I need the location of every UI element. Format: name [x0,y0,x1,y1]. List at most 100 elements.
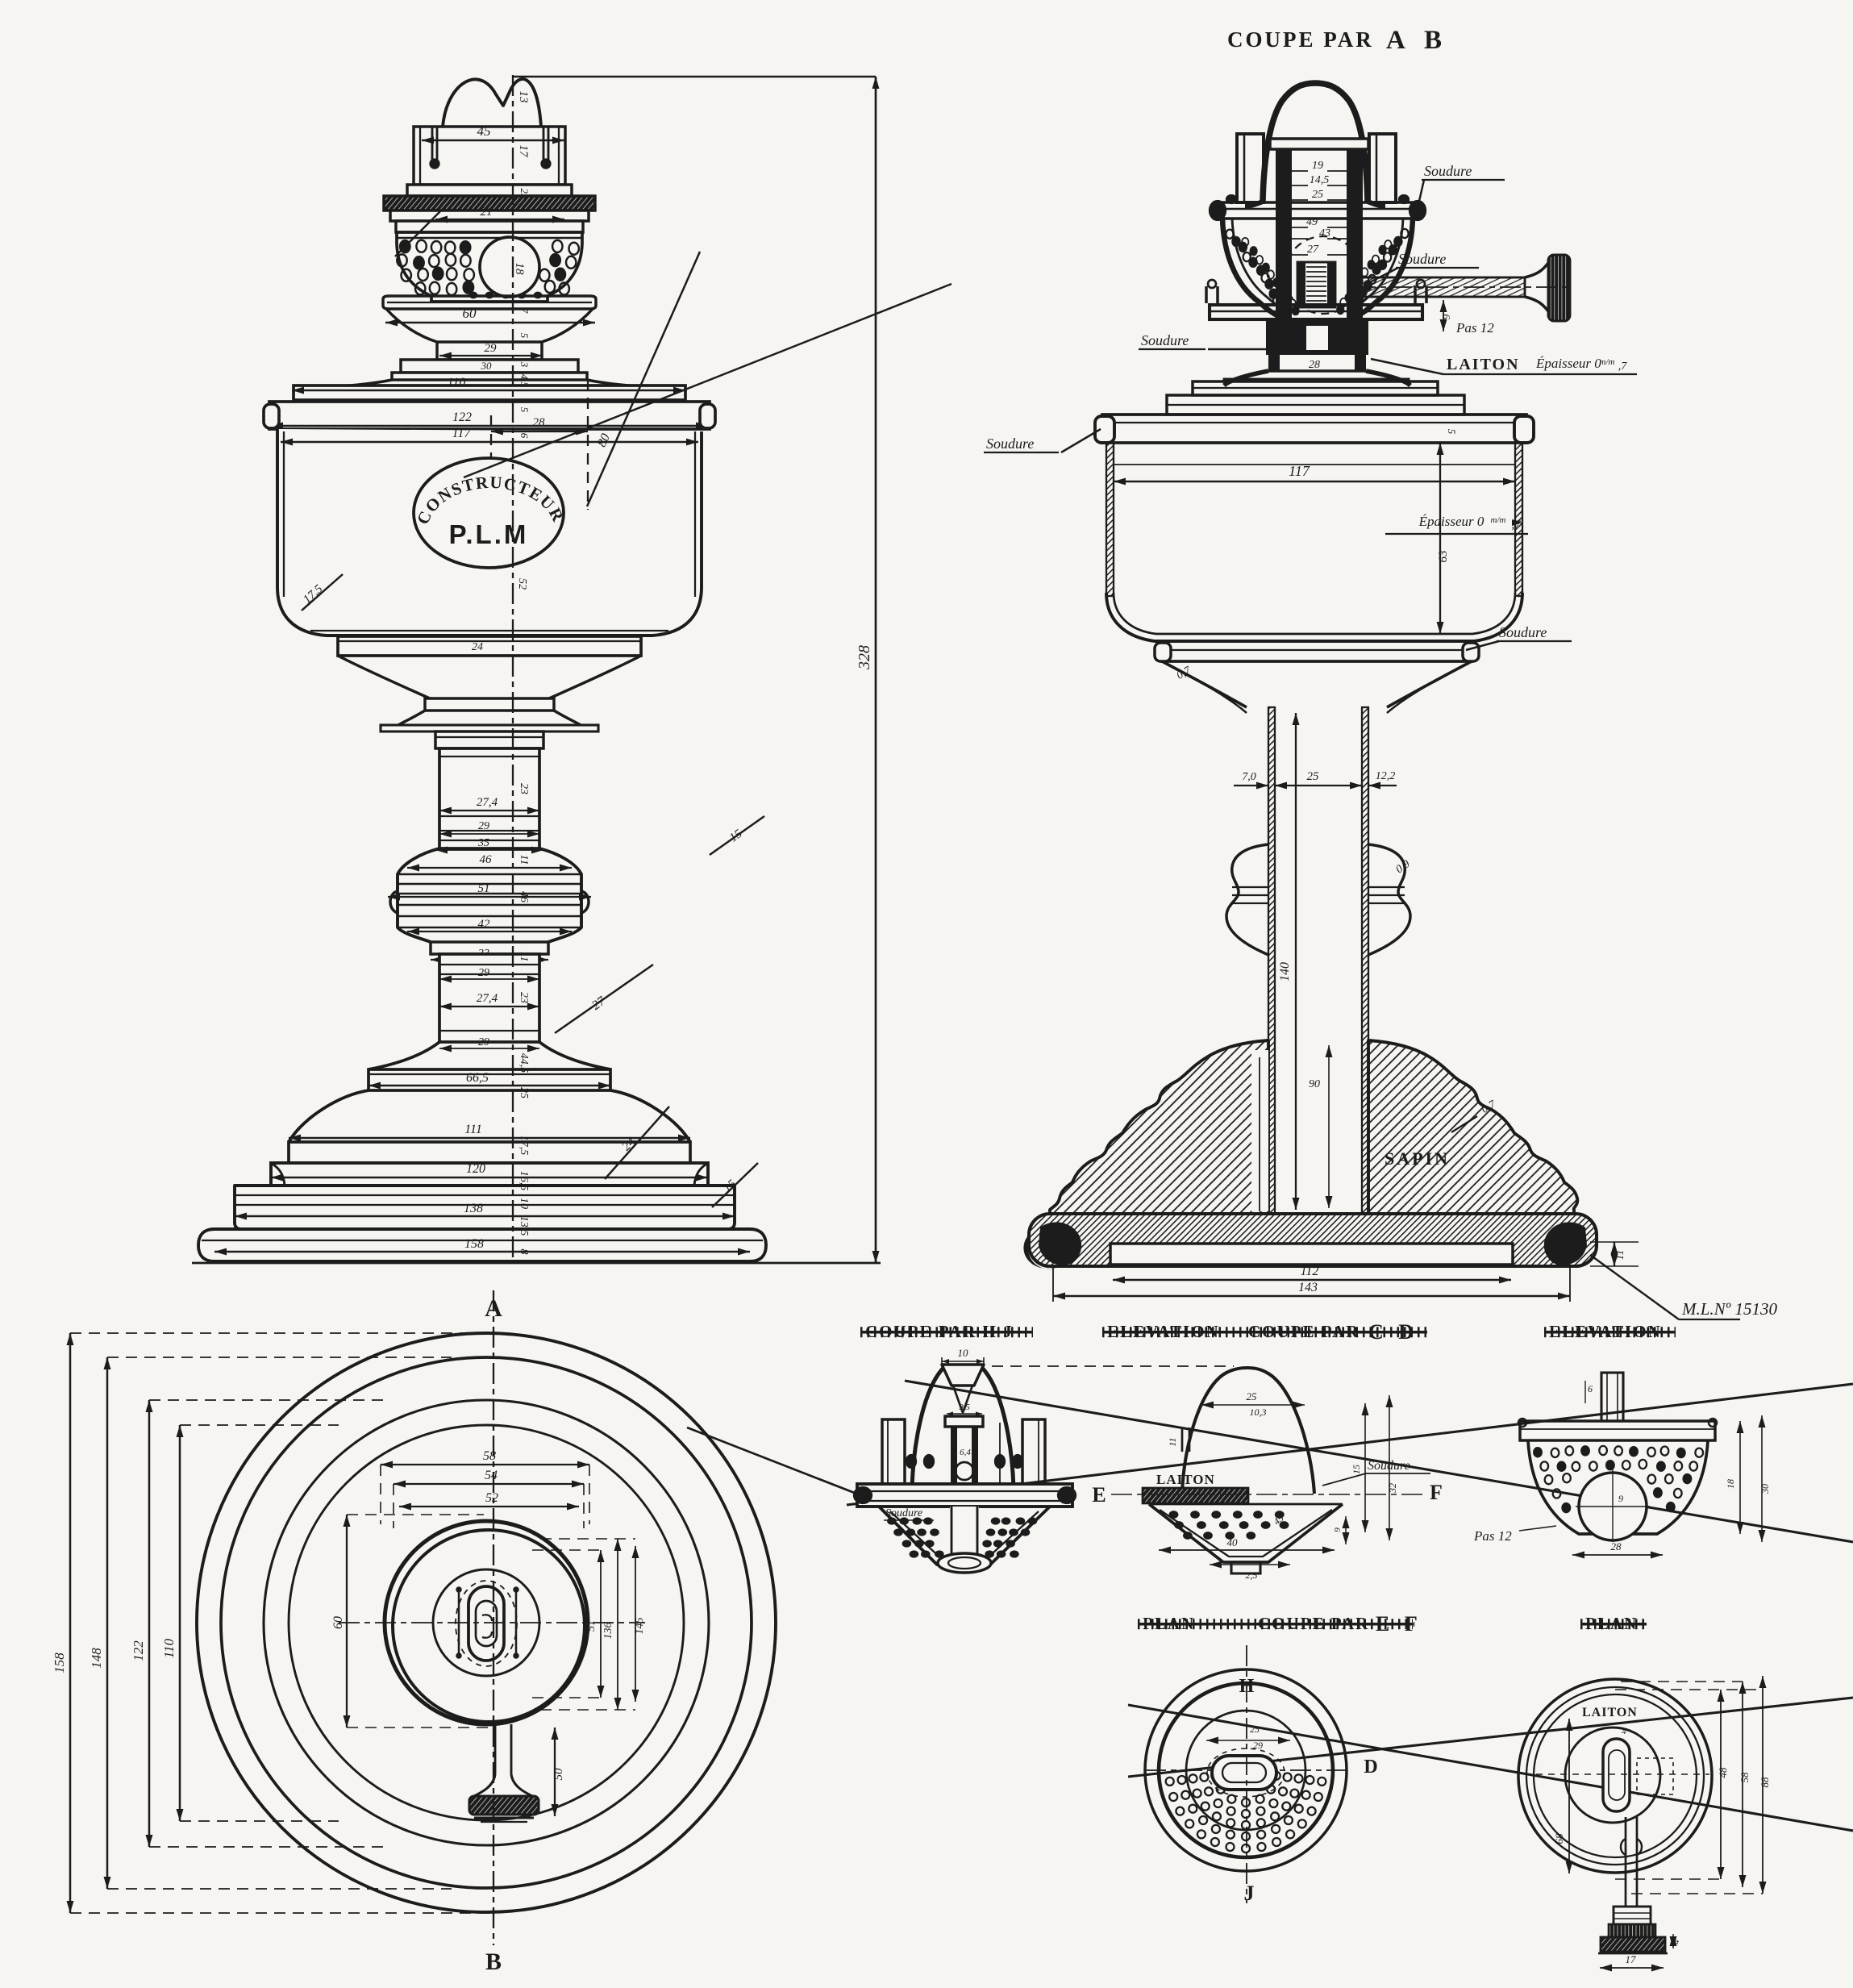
svg-text:LAITON: LAITON [1582,1706,1638,1719]
svg-text:11: 11 [518,855,530,865]
svg-text:63: 63 [1437,551,1450,563]
svg-text:60: 60 [331,1616,345,1629]
svg-text:18: 18 [513,263,526,276]
svg-text:122: 122 [452,411,472,424]
svg-text:18: 18 [1725,1479,1736,1489]
svg-text:10,3: 10,3 [1250,1407,1267,1418]
svg-text:H: H [1239,1676,1255,1697]
svg-text:140: 140 [1278,962,1292,981]
svg-text:F: F [1430,1481,1443,1504]
svg-text:136: 136 [602,1623,614,1640]
svg-text:6: 6 [1588,1383,1593,1394]
svg-text:17: 17 [517,145,530,159]
svg-text:148: 148 [89,1648,104,1669]
svg-text:27: 27 [1307,244,1319,256]
svg-text:4: 4 [1672,1940,1681,1944]
svg-text:5: 5 [518,333,531,339]
svg-text:25: 25 [1247,1390,1258,1402]
svg-text:120: 120 [466,1162,485,1176]
svg-text:B: B [1424,26,1442,55]
svg-text:COUPE PAR: COUPE PAR [1227,27,1374,52]
svg-text:Épaisseur 0: Épaisseur 0 [1535,356,1601,371]
svg-text:J: J [1244,1882,1255,1905]
svg-text:117: 117 [452,427,472,440]
svg-text:328: 328 [856,645,873,670]
svg-text:110: 110 [448,376,466,390]
svg-text:10: 10 [958,1347,969,1359]
svg-text:46: 46 [480,853,493,866]
svg-text:LAITON: LAITON [1156,1472,1215,1487]
svg-text:5: 5 [518,407,531,413]
svg-text:158: 158 [464,1237,484,1251]
svg-text:143: 143 [1298,1281,1318,1294]
svg-text:44,5: 44,5 [518,1053,530,1073]
svg-text:35: 35 [477,837,489,849]
svg-text:29: 29 [478,1036,489,1048]
svg-text:29: 29 [478,820,489,832]
svg-text:46: 46 [518,891,530,902]
svg-text:80: 80 [595,431,613,449]
svg-text:M.L.Nº 15130: M.L.Nº 15130 [1681,1299,1777,1319]
svg-text:25: 25 [1312,189,1323,201]
svg-text:28: 28 [1309,359,1320,371]
svg-text:42: 42 [478,918,491,931]
svg-text:52: 52 [516,578,528,590]
svg-text:9: 9 [1440,314,1452,319]
svg-text:13: 13 [517,91,530,103]
svg-text:25: 25 [1250,1723,1260,1735]
svg-text:7: 7 [518,308,531,314]
svg-text:SAPIN: SAPIN [1385,1148,1450,1169]
svg-text:28: 28 [533,416,546,429]
svg-text:9,5: 9,5 [959,1402,970,1412]
svg-text:29: 29 [485,342,498,355]
svg-text:Soudure: Soudure [1424,163,1472,179]
svg-text:,7: ,7 [1618,361,1628,373]
svg-text:117: 117 [1289,463,1310,479]
svg-text:90: 90 [1309,1078,1320,1090]
svg-text:A: A [485,1295,502,1322]
svg-text:Soudure: Soudure [1398,251,1446,267]
svg-text:11: 11 [1614,1250,1626,1261]
svg-text:7,0: 7,0 [1242,771,1256,783]
svg-text:19: 19 [1312,160,1323,172]
svg-text:11: 11 [518,952,530,962]
svg-text:17: 17 [1626,1953,1637,1965]
svg-text:68: 68 [1553,1833,1565,1844]
svg-text:111: 111 [464,1123,482,1136]
svg-text:138: 138 [464,1202,483,1215]
svg-text:110: 110 [161,1638,177,1658]
svg-text:m/m: m/m [1600,357,1615,367]
svg-text:12,2: 12,2 [1376,770,1396,782]
svg-text:Soudure: Soudure [1499,624,1547,640]
svg-text:14,5: 14,5 [1310,174,1330,186]
svg-text:25: 25 [518,1087,530,1098]
svg-text:B: B [485,1948,502,1975]
svg-text:16,5: 16,5 [518,1171,530,1191]
svg-text:24: 24 [472,641,483,653]
svg-text:13,5: 13,5 [518,1216,530,1236]
svg-text:112: 112 [1301,1265,1319,1278]
svg-text:25: 25 [1307,770,1320,783]
svg-text:43: 43 [1319,227,1330,240]
svg-text:158: 158 [52,1652,67,1673]
svg-text:30: 30 [481,360,493,372]
svg-text:29: 29 [478,967,489,979]
svg-text:D: D [1364,1757,1377,1778]
svg-text:9: 9 [1618,1493,1623,1504]
svg-text:11: 11 [1167,1437,1178,1446]
svg-text:m/m: m/m [1491,515,1506,525]
svg-text:29: 29 [1253,1740,1263,1751]
svg-text:54: 54 [485,1469,498,1482]
svg-text:66,5: 66,5 [466,1071,489,1085]
svg-text:28: 28 [1611,1540,1622,1552]
svg-text:Épaisseur 0: Épaisseur 0 [1418,514,1484,529]
svg-text:4,5: 4,5 [518,374,531,388]
svg-text:Soudure: Soudure [885,1507,922,1519]
svg-text:48: 48 [1717,1767,1729,1778]
svg-text:P.L.M: P.L.M [449,519,529,549]
svg-text:27,4: 27,4 [477,992,498,1005]
svg-text:10: 10 [518,1198,530,1209]
svg-text:4: 4 [1622,1727,1626,1736]
svg-text:23: 23 [518,992,530,1003]
svg-text:E: E [1092,1483,1106,1507]
